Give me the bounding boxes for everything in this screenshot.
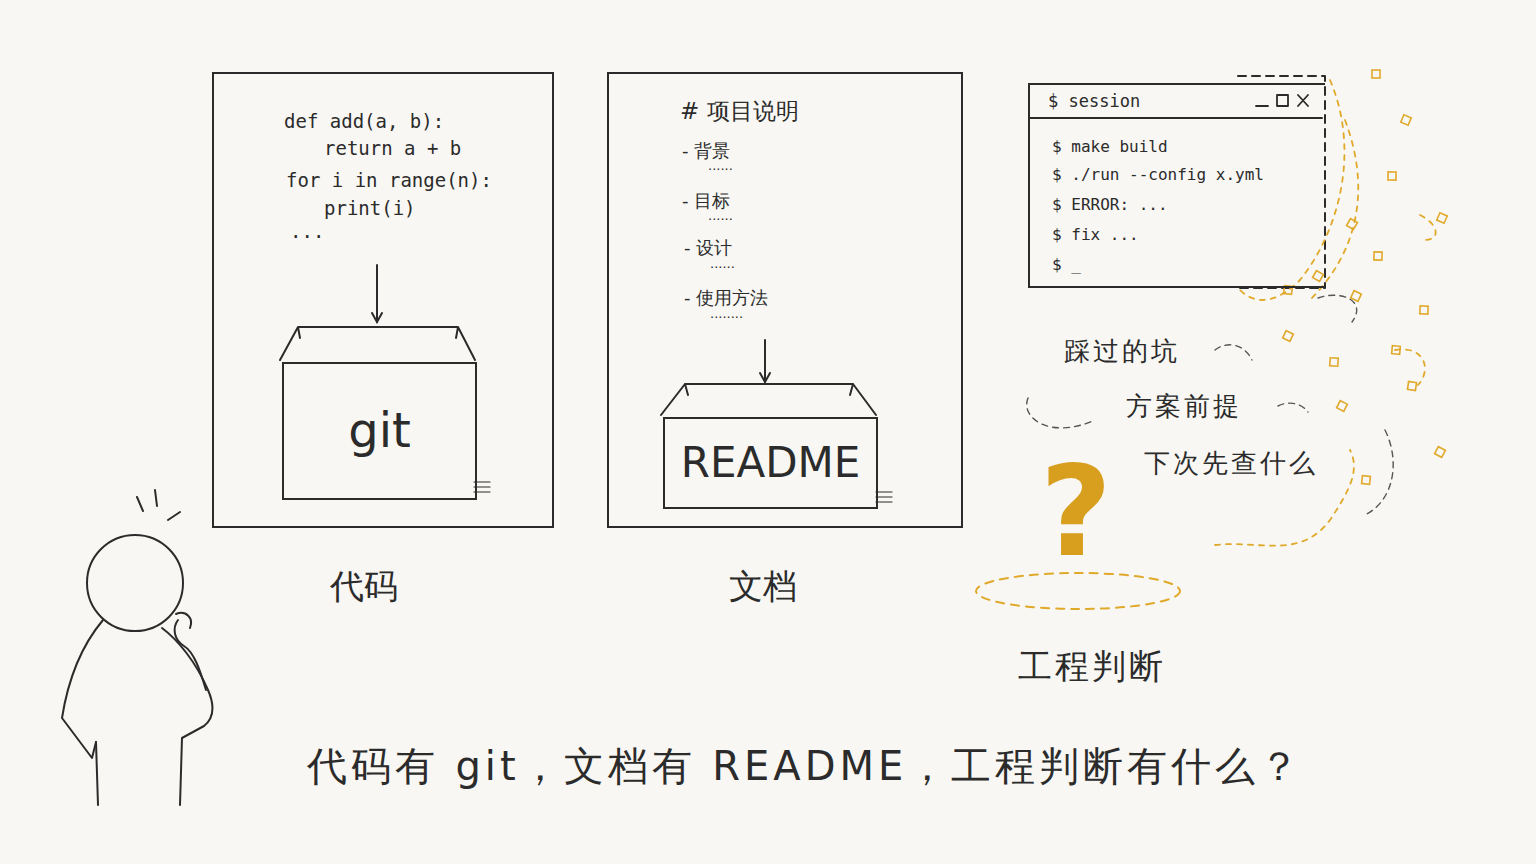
particle [1388,172,1396,180]
particle [1435,447,1446,458]
particle [1407,381,1416,390]
particle [1372,70,1380,78]
particle [1392,346,1401,355]
doc-panel: # 项目说明- 背景......- 目标......- 设计......- 使用… [607,72,963,528]
title-bar-line [1030,117,1322,119]
terminal-line: $ ERROR: ... [1052,195,1168,214]
note-text: 方案前提 [1126,391,1242,422]
caption: 代码有 git，文档有 README，工程判断有什么？ [200,742,1410,790]
panel-label: 代码 [330,566,398,607]
terminal-line: $ make build [1052,137,1168,156]
readme-box: README [663,417,878,509]
window-controls [1256,95,1308,106]
panel-label: 文档 [729,566,797,607]
box-flaps [280,327,475,360]
doc-dots: ...... [708,208,733,224]
particle [1401,115,1411,125]
down-arrow [376,265,378,322]
particle [1374,252,1382,260]
question-mark: ? [1040,450,1112,574]
terminal-line: $ ./run --config x.yml [1052,165,1264,184]
doc-heading: # 项目说明 [680,98,799,126]
box-label: README [681,438,861,488]
code-line: for i in range(n): [286,169,492,192]
particle [1313,271,1324,282]
particle [1351,291,1362,302]
doc-dots: ...... [710,256,735,272]
doc-item: - 使用方法 [684,287,768,309]
doc-dots: ...... [708,158,733,174]
box-shadow [876,492,892,502]
dashed-ring [976,573,1180,609]
terminal-line: $ _ [1052,255,1081,274]
note-text: 下次先查什么 [1144,448,1318,479]
particle [1330,358,1339,367]
box-label: git [348,402,411,460]
terminal-line: $ fix ... [1052,225,1139,244]
terminal-window: $ session $ make build $ ./run --config x.… [1028,83,1325,288]
gold-particles [1283,70,1448,484]
particle [1283,331,1294,342]
code-line: print(i) [324,197,416,220]
git-box: git [282,362,477,500]
code-line: return a + b [324,137,461,160]
code-line: ... [290,220,324,243]
down-arrow [764,340,766,382]
code-line: def add(a, b): [284,110,444,133]
window-title: $ session [1048,91,1140,111]
particle [1337,401,1348,412]
box-flaps [661,384,876,415]
particle [1347,219,1358,230]
particle [1437,213,1448,224]
particle [1420,306,1428,314]
person-figure [62,490,213,805]
doc-dots: ........ [710,306,743,322]
code-panel: def add(a, b): return a + b for i in range… [212,72,554,528]
particle [1362,476,1371,485]
note-text: 踩过的坑 [1064,336,1180,367]
section-label: 工程判断 [1018,646,1166,687]
doc-item: - 设计 [684,237,732,259]
